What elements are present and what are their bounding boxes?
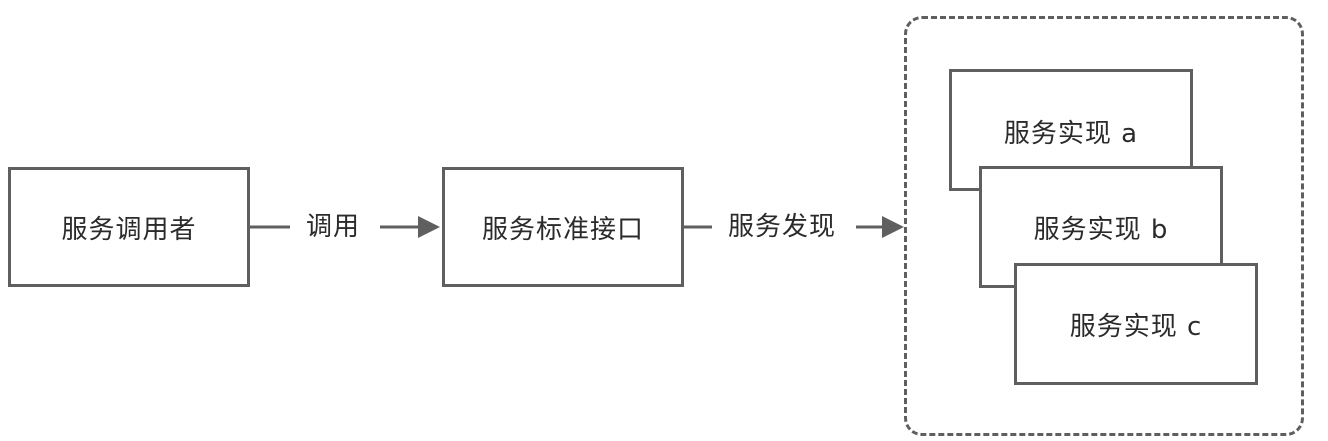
edge-label-discovery: 服务发现 bbox=[728, 212, 837, 242]
node-service-caller: 服务调用者 bbox=[8, 167, 250, 287]
node-service-interface-label: 服务标准接口 bbox=[481, 214, 644, 245]
node-service-caller-label: 服务调用者 bbox=[61, 214, 197, 245]
call-arrowhead bbox=[418, 216, 440, 238]
edge-label-call: 调用 bbox=[306, 212, 361, 242]
node-impl-c-label: 服务实现 c bbox=[1069, 311, 1203, 342]
implementations-group bbox=[904, 16, 1304, 436]
discovery-arrowhead bbox=[882, 216, 904, 238]
node-impl-c: 服务实现 c bbox=[1014, 263, 1258, 385]
node-service-interface: 服务标准接口 bbox=[442, 167, 684, 287]
node-impl-a-label: 服务实现 a bbox=[1003, 118, 1139, 149]
node-impl-b-label: 服务实现 b bbox=[1033, 214, 1169, 245]
